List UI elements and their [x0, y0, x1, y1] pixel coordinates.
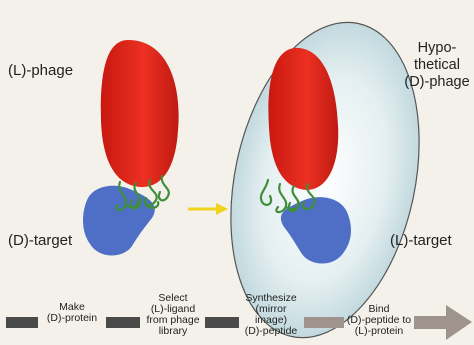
d-target-shape	[83, 186, 155, 256]
l-phage-label: (L)-phage	[8, 62, 73, 79]
step-1-line-2: (D)-protein	[38, 313, 106, 324]
hypothetical-line-3: (D)-phage	[400, 74, 474, 91]
step-synthesize-d-peptide: Synthesize (mirror image) (D)-peptide	[238, 293, 304, 337]
step-select-l-ligand: Select (L)-ligand from phage library	[140, 293, 206, 337]
hypothetical-line-2: thetical	[400, 57, 474, 74]
l-phage-body	[101, 40, 179, 187]
step-2-line-4: library	[140, 326, 206, 337]
flow-bar-4	[304, 317, 344, 328]
flow-bar-2	[106, 317, 140, 328]
step-3-line-4: (D)-peptide	[238, 326, 304, 337]
step-4-line-3: (L)-protein	[344, 326, 414, 337]
hypothetical-line-1: Hypo-	[400, 40, 474, 57]
d-target-label: (D)-target	[8, 232, 72, 249]
gray-right-arrow-icon	[414, 305, 472, 340]
hypothetical-d-phage-label: Hypo- thetical (D)-phage	[400, 40, 474, 91]
flow-bar-3	[205, 317, 239, 328]
yellow-right-arrow-icon	[188, 203, 228, 215]
flow-bar-1	[6, 317, 38, 328]
step-bind-d-peptide: Bind (D)-peptide to (L)-protein	[344, 304, 414, 337]
l-target-label: (L)-target	[390, 232, 452, 249]
step-make-d-protein: Make (D)-protein	[38, 302, 106, 324]
